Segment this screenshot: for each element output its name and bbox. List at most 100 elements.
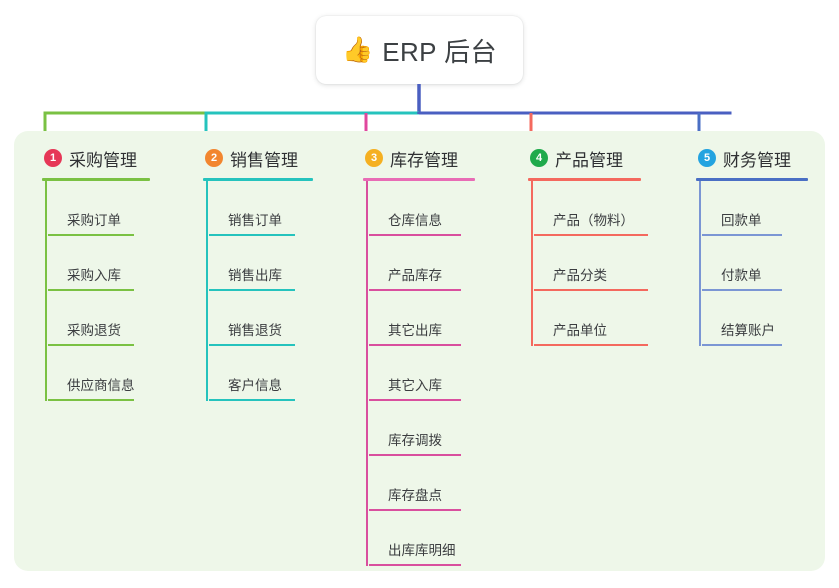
column-header-4[interactable]: 4 产品管理 xyxy=(528,146,641,170)
column-title: 产品管理 xyxy=(555,150,623,170)
column-badge-icon: 5 xyxy=(698,149,716,167)
column-title: 财务管理 xyxy=(723,150,791,170)
leaf-rule xyxy=(702,344,782,346)
column-header-rule xyxy=(203,178,313,181)
leaf-label: 回款单 xyxy=(721,213,762,228)
leaf-rule xyxy=(369,509,461,511)
leaf-item[interactable]: 产品分类 xyxy=(531,236,648,291)
leaf-rule xyxy=(209,344,295,346)
column-4: 4 产品管理产品（物料） 产品分类产品单位 xyxy=(528,146,648,346)
root-title: ERP 后台 xyxy=(382,36,497,67)
leaf-rule xyxy=(48,234,134,236)
leaf-rule xyxy=(534,234,648,236)
leaf-item[interactable]: 销售退货 xyxy=(206,291,313,346)
leaf-label: 仓库信息 xyxy=(388,213,442,228)
column-5: 5 财务管理回款单付款单结算账户 xyxy=(696,146,808,346)
diagram-panel xyxy=(14,131,825,571)
column-1: 1 采购管理采购订单采购入库采购退货供应商信息 xyxy=(42,146,150,401)
leaf-item[interactable]: 采购订单 xyxy=(45,181,150,236)
leaf-item[interactable]: 其它出库 xyxy=(366,291,475,346)
leaf-label: 出库库明细 xyxy=(388,543,456,558)
leaf-rule xyxy=(702,289,782,291)
leaf-label: 其它出库 xyxy=(388,323,442,338)
thumbs-up-icon: 👍 xyxy=(342,35,374,64)
leaf-list: 仓库信息产品库存其它出库其它入库库存调拨库存盘点出库库明细 xyxy=(363,181,475,566)
column-badge-icon: 3 xyxy=(365,149,383,167)
leaf-label: 供应商信息 xyxy=(67,378,135,393)
column-spine xyxy=(531,181,533,346)
leaf-item[interactable]: 产品库存 xyxy=(366,236,475,291)
leaf-item[interactable]: 回款单 xyxy=(699,181,808,236)
leaf-item[interactable]: 供应商信息 xyxy=(45,346,150,401)
leaf-item[interactable]: 结算账户 xyxy=(699,291,808,346)
leaf-rule xyxy=(702,234,782,236)
leaf-label: 产品（物料） xyxy=(553,213,634,228)
leaf-label: 销售退货 xyxy=(228,323,282,338)
leaf-rule xyxy=(369,234,461,236)
leaf-rule xyxy=(48,344,134,346)
column-spine xyxy=(699,181,701,346)
column-spine xyxy=(366,181,368,566)
leaf-list: 产品（物料） 产品分类产品单位 xyxy=(528,181,648,346)
column-header-rule xyxy=(363,178,475,181)
column-header-rule xyxy=(696,178,808,181)
leaf-list: 回款单付款单结算账户 xyxy=(696,181,808,346)
column-header-5[interactable]: 5 财务管理 xyxy=(696,146,808,170)
leaf-rule xyxy=(209,399,295,401)
leaf-rule xyxy=(209,234,295,236)
leaf-rule xyxy=(369,344,461,346)
leaf-rule xyxy=(48,289,134,291)
column-spine xyxy=(45,181,47,401)
leaf-label: 产品单位 xyxy=(553,323,607,338)
column-badge-icon: 2 xyxy=(205,149,223,167)
leaf-rule xyxy=(534,289,648,291)
leaf-item[interactable]: 库存盘点 xyxy=(366,456,475,511)
column-title: 销售管理 xyxy=(230,150,298,170)
column-header-1[interactable]: 1 采购管理 xyxy=(42,146,150,170)
root-node[interactable]: 👍 ERP 后台 xyxy=(316,16,523,84)
leaf-list: 采购订单采购入库采购退货供应商信息 xyxy=(42,181,150,401)
leaf-item[interactable]: 其它入库 xyxy=(366,346,475,401)
leaf-item[interactable]: 销售出库 xyxy=(206,236,313,291)
leaf-rule xyxy=(369,289,461,291)
leaf-label: 付款单 xyxy=(721,268,762,283)
column-title: 采购管理 xyxy=(69,150,137,170)
leaf-label: 采购退货 xyxy=(67,323,121,338)
leaf-rule xyxy=(48,399,134,401)
column-badge-icon: 1 xyxy=(44,149,62,167)
leaf-item[interactable]: 采购入库 xyxy=(45,236,150,291)
column-header-rule xyxy=(528,178,641,181)
leaf-rule xyxy=(369,454,461,456)
leaf-item[interactable]: 客户信息 xyxy=(206,346,313,401)
column-2: 2 销售管理销售订单销售出库销售退货客户信息 xyxy=(203,146,313,401)
column-header-2[interactable]: 2 销售管理 xyxy=(203,146,313,170)
leaf-label: 库存调拨 xyxy=(388,433,442,448)
leaf-label: 采购入库 xyxy=(67,268,121,283)
leaf-item[interactable]: 产品（物料） xyxy=(531,181,648,236)
leaf-item[interactable]: 销售订单 xyxy=(206,181,313,236)
leaf-label: 销售出库 xyxy=(228,268,282,283)
leaf-label: 其它入库 xyxy=(388,378,442,393)
column-header-3[interactable]: 3 库存管理 xyxy=(363,146,475,170)
leaf-rule xyxy=(369,399,461,401)
leaf-item[interactable]: 库存调拨 xyxy=(366,401,475,456)
leaf-item[interactable]: 产品单位 xyxy=(531,291,648,346)
column-3: 3 库存管理仓库信息产品库存其它出库其它入库库存调拨库存盘点出库库明细 xyxy=(363,146,475,566)
leaf-rule xyxy=(209,289,295,291)
leaf-label: 采购订单 xyxy=(67,213,121,228)
leaf-item[interactable]: 仓库信息 xyxy=(366,181,475,236)
leaf-item[interactable]: 付款单 xyxy=(699,236,808,291)
leaf-label: 产品分类 xyxy=(553,268,607,283)
leaf-list: 销售订单销售出库销售退货客户信息 xyxy=(203,181,313,401)
leaf-label: 客户信息 xyxy=(228,378,282,393)
leaf-label: 销售订单 xyxy=(228,213,282,228)
leaf-label: 库存盘点 xyxy=(388,488,442,503)
column-badge-icon: 4 xyxy=(530,149,548,167)
leaf-label: 产品库存 xyxy=(388,268,442,283)
leaf-label: 结算账户 xyxy=(721,323,775,338)
column-title: 库存管理 xyxy=(390,150,458,170)
leaf-item[interactable]: 出库库明细 xyxy=(366,511,475,566)
leaf-item[interactable]: 采购退货 xyxy=(45,291,150,346)
column-header-rule xyxy=(42,178,150,181)
leaf-rule xyxy=(534,344,648,346)
